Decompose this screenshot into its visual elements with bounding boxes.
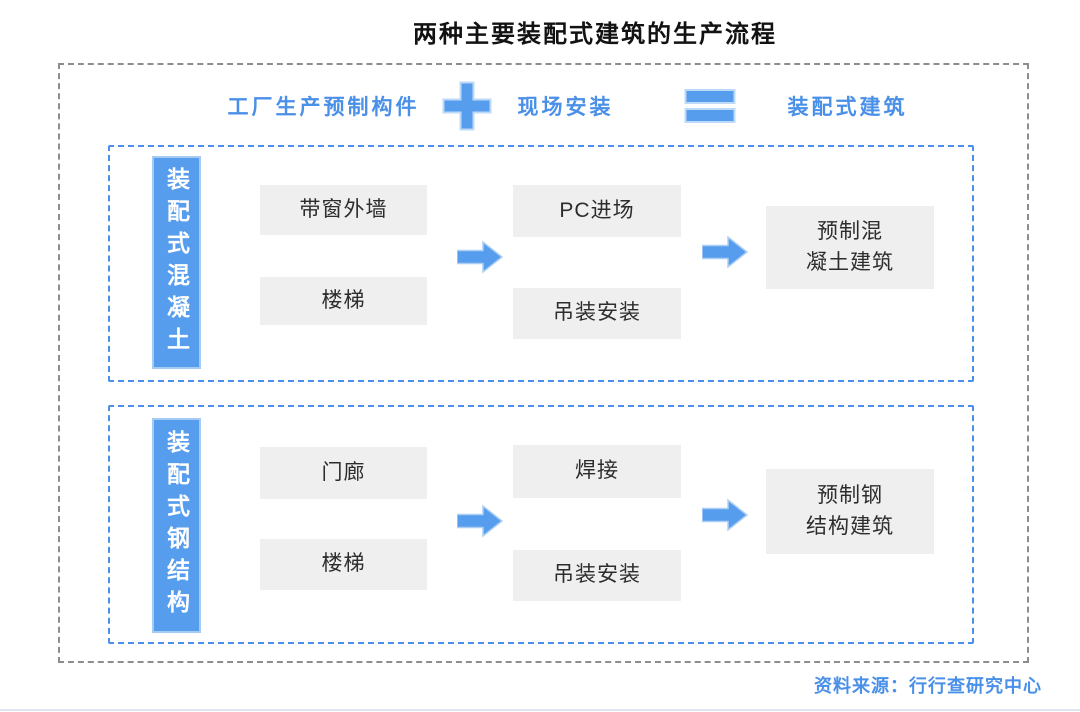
equals-icon: [684, 89, 736, 123]
output-line: 预制混: [817, 220, 883, 244]
output-box-prefab-steel: 预制钢 结构建筑: [766, 469, 934, 554]
output-line: 预制钢: [817, 484, 883, 508]
section-precast-concrete: 装配式混凝土 带窗外墙 楼梯 PC进场 吊装安装 预制混 凝土建筑: [108, 145, 974, 382]
arrow-right-icon: [456, 240, 504, 274]
input-box-window-wall: 带窗外墙: [260, 185, 427, 235]
step-box-hoist-install: 吊装安装: [513, 550, 681, 601]
output-line: 结构建筑: [806, 514, 894, 538]
formula-result-label: 装配式建筑: [787, 96, 908, 119]
formula-factory-label: 工厂生产预制构件: [227, 96, 420, 119]
output-box-precast-concrete: 预制混 凝土建筑: [766, 206, 934, 289]
arrow-right-icon: [701, 498, 749, 532]
formula-site-label: 现场安装: [517, 96, 614, 119]
input-box-porch: 门廊: [260, 447, 427, 499]
step-box-hoist-install: 吊装安装: [513, 288, 681, 339]
page-title: 两种主要装配式建筑的生产流程: [413, 21, 777, 48]
input-box-stairs: 楼梯: [260, 277, 427, 325]
diagram-frame: 工厂生产预制构件 现场安装 装配式建筑 装配式混凝土 带窗外墙 楼梯 PC进场 …: [58, 63, 1029, 663]
arrow-right-icon: [701, 235, 749, 269]
step-box-welding: 焊接: [513, 445, 681, 498]
section-label-concrete: 装配式混凝土: [152, 156, 201, 369]
arrow-right-icon: [456, 504, 504, 538]
source-note: 资料来源：行行查研究中心: [814, 676, 1042, 696]
bottom-divider: [0, 709, 1080, 711]
formula-row: 工厂生产预制构件 现场安装 装配式建筑: [84, 81, 1051, 131]
section-label-steel: 装配式钢结构: [152, 418, 201, 633]
section-steel-structure: 装配式钢结构 门廊 楼梯 焊接 吊装安装 预制钢 结构建筑: [108, 405, 974, 644]
plus-icon: [442, 81, 492, 131]
input-box-stairs: 楼梯: [260, 539, 427, 590]
output-line: 凝土建筑: [806, 250, 894, 274]
step-box-pc-arrival: PC进场: [513, 185, 681, 237]
